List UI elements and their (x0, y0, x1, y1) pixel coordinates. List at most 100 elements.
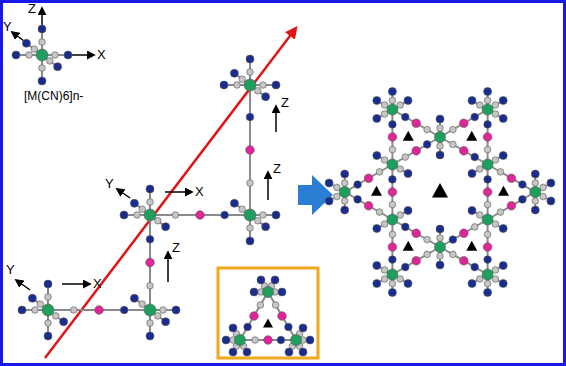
nitrogen-atom (44, 280, 52, 288)
axis-label: Z (172, 241, 180, 254)
carbon-atom (532, 198, 539, 205)
cavity-triangle (498, 186, 509, 196)
carbon-atom (334, 193, 341, 200)
bridging-metal-atom (246, 146, 255, 155)
nitrogen-atom (547, 197, 555, 205)
nitrogen-atom (130, 199, 138, 207)
carbon-atom (492, 267, 499, 274)
carbon-atom (389, 280, 396, 287)
nitrogen-atom (436, 115, 444, 123)
nitrogen-atom (246, 237, 254, 245)
metal-centre (387, 104, 398, 115)
axis-label: X (97, 48, 106, 61)
carbon-atom (477, 276, 484, 283)
nitrogen-atom (221, 211, 229, 219)
carbon-atom (484, 231, 491, 238)
bridging-metal-atom (388, 133, 397, 142)
nitrogen-atom (325, 179, 333, 187)
cavity-triangle (263, 318, 273, 327)
axis-label: Z (281, 96, 289, 109)
nitrogen-atom (468, 170, 476, 178)
cavity-triangle (403, 131, 414, 141)
metal-centre (291, 335, 302, 346)
carbon-atom (31, 46, 38, 53)
carbon-atom (341, 180, 348, 187)
metal-centre (530, 187, 541, 198)
nitrogen-atom (120, 211, 128, 219)
carbon-atom (497, 209, 504, 216)
nitrogen-atom (484, 176, 492, 184)
nitrogen-atom (373, 152, 381, 160)
metal-centre (482, 159, 493, 170)
nitrogen-atom (471, 153, 479, 161)
nitrogen-atom (38, 77, 46, 85)
nitrogen-atom (230, 199, 238, 207)
carbon-atom (247, 225, 254, 232)
unit-highlight-box (218, 268, 318, 358)
nitrogen-atom (229, 324, 237, 332)
nitrogen-atom (404, 170, 412, 178)
carbon-atom (45, 320, 52, 327)
nitrogen-atom (220, 81, 228, 89)
nitrogen-atom (299, 348, 307, 356)
nitrogen-atom (257, 276, 265, 284)
carbon-atom (477, 102, 484, 109)
bond-line (444, 140, 483, 163)
metal-centre (387, 159, 398, 170)
nitrogen-atom (354, 196, 362, 204)
carbon-atom (71, 307, 78, 314)
carbon-atom (139, 301, 146, 308)
nitrogen-atom (519, 196, 527, 204)
nitrogen-atom (130, 294, 138, 302)
nitrogen-atom (471, 113, 479, 121)
nitrogen-atom (388, 289, 396, 297)
carbon-atom (477, 166, 484, 173)
carbon-atom (397, 166, 404, 173)
carbon-atom (450, 141, 457, 148)
axis-arrows (12, 8, 276, 290)
axis-label: Y (3, 20, 12, 33)
carbon-atom (172, 212, 179, 219)
bridging-metal-atom (460, 147, 469, 156)
carbon-atom (247, 69, 254, 76)
bond-line (492, 195, 531, 218)
triangle-markers (263, 131, 509, 328)
carbon-atom (381, 102, 388, 109)
axis-label: Z (273, 162, 281, 175)
nitrogen-atom (146, 236, 154, 244)
carbon-atom (484, 201, 491, 208)
carbon-atom (389, 201, 396, 208)
nitrogen-atom (389, 121, 397, 129)
nitrogen-atom (519, 181, 527, 189)
nitrogen-atom (499, 225, 507, 233)
axis-label: Y (105, 177, 114, 190)
nitrogen-atom (285, 348, 293, 356)
nitrogen-atom (18, 306, 26, 314)
carbon-atom (424, 251, 431, 258)
carbon-atom (272, 302, 279, 309)
bond-line (444, 250, 483, 273)
carbon-atom (484, 280, 491, 287)
nitrogen-atom (499, 280, 507, 288)
bond-lines (16, 29, 551, 352)
nitrogen-atom (172, 306, 180, 314)
bridging-metal-atom (364, 174, 373, 183)
nitrogen-atom (484, 88, 492, 96)
bond-line (271, 296, 294, 335)
carbon-atom (134, 212, 141, 219)
bridging-metal-atom (278, 312, 287, 321)
carbon-atom (450, 251, 457, 258)
nitrogen-atom (404, 207, 412, 215)
bridging-metal-atom (483, 133, 492, 142)
nitrogen-atom (306, 336, 314, 344)
metal-centre (244, 79, 256, 91)
bridging-metal-atom (483, 188, 492, 197)
bond-line (397, 112, 436, 135)
nitrogen-atom (531, 206, 539, 214)
metal-centre (387, 269, 398, 280)
carbon-atom (540, 193, 547, 200)
metal-centre (144, 209, 156, 221)
carbon-atom (484, 146, 491, 153)
